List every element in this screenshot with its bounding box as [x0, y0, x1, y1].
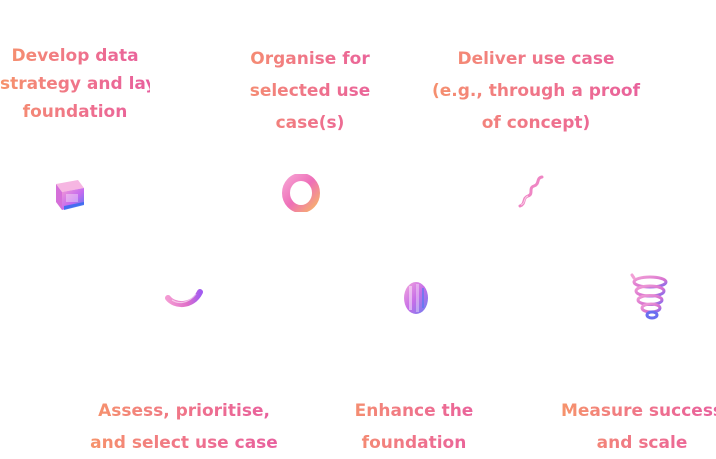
step-2-label: Organise for selected use case(s)	[228, 43, 392, 139]
glass-arc-icon	[165, 289, 203, 307]
glass-spiral-icon	[630, 273, 668, 320]
step-5-label-line-2: foundation	[361, 433, 467, 453]
step-3-label-line-3: of concept)	[481, 113, 591, 133]
step-3-label-line-2: (e.g., through a proof	[431, 81, 641, 101]
step-6-label-line-2: and scale	[596, 433, 688, 453]
step-5-label: Enhance the foundation	[340, 395, 488, 459]
glass-cube-icon	[56, 180, 84, 210]
glass-torus-icon	[282, 174, 320, 212]
step-1-label-line-1: Develop data	[11, 46, 139, 66]
step-4-label-line-1: Assess, prioritise,	[98, 401, 270, 421]
step-6-label-line-1: Measure success	[560, 401, 716, 421]
step-6-label: Measure success and scale	[560, 395, 716, 459]
step-1-label-line-2: strategy and lay	[0, 74, 157, 94]
step-2-label-line-2: selected use	[249, 81, 371, 101]
step-5-label-line-1: Enhance the	[354, 401, 474, 421]
step-4-label: Assess, prioritise, and select use case	[90, 395, 278, 459]
step-3-label: Deliver use case (e.g., through a proof …	[420, 43, 652, 139]
step-1-label: Develop data strategy and lay foundation	[0, 42, 150, 126]
step-4-label-line-2: and select use case	[90, 433, 278, 453]
glass-squiggle-icon	[518, 175, 544, 208]
step-1-label-line-3: foundation	[22, 102, 128, 122]
step-2-label-line-1: Organise for	[250, 49, 370, 69]
step-2-label-line-3: case(s)	[275, 113, 345, 133]
glass-capsule-icon	[404, 282, 428, 314]
step-3-label-line-1: Deliver use case	[457, 49, 615, 69]
